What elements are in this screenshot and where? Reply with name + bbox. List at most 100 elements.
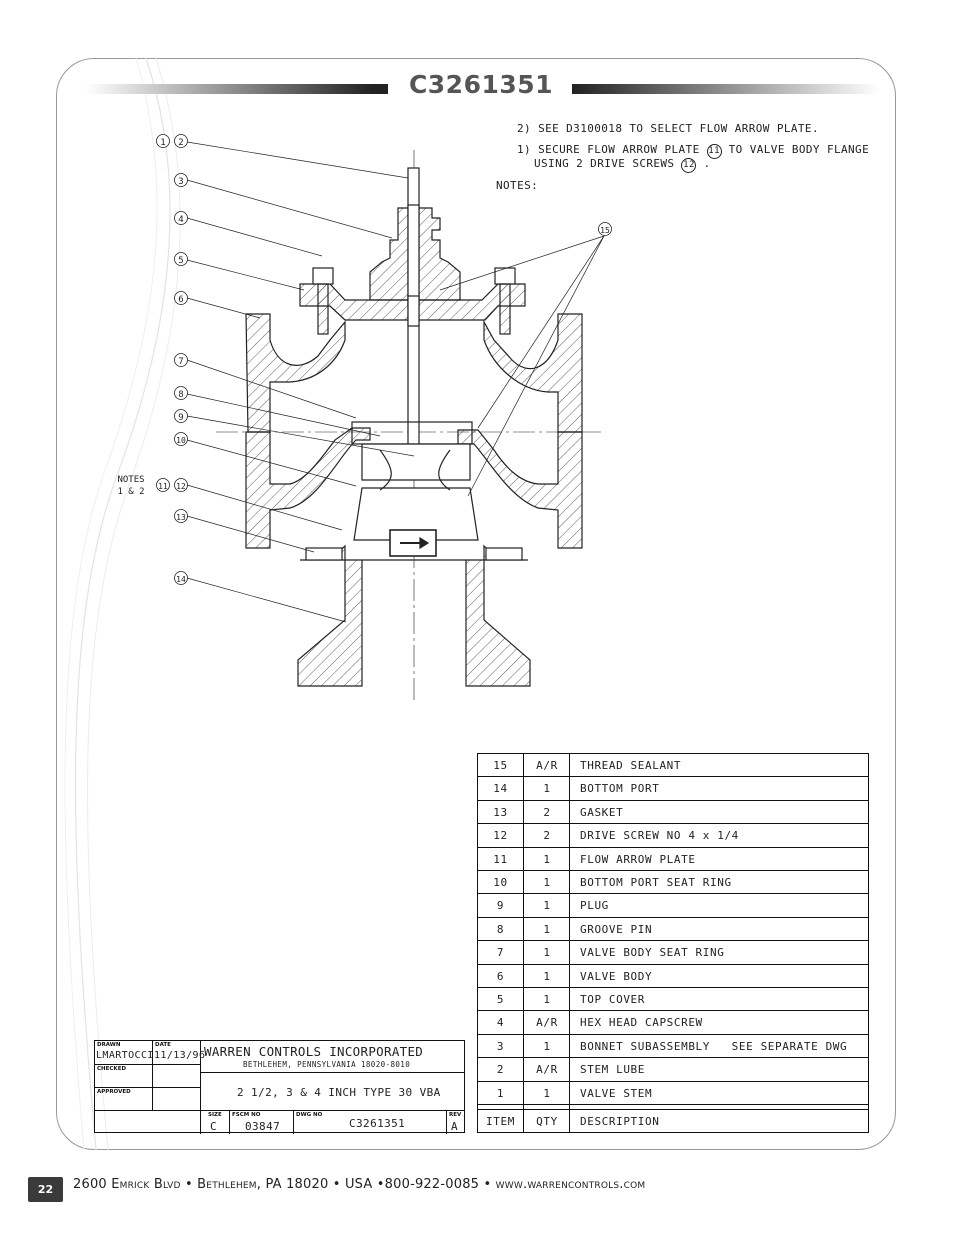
- parts-cell-qty: A/R: [536, 1016, 558, 1030]
- callout-14-label: 14: [176, 575, 186, 584]
- note-1-line-1: 1) SECURE FLOW ARROW PLATE 11 TO VALVE B…: [517, 143, 869, 159]
- parts-cell-description: VALVE STEM: [580, 1086, 653, 1100]
- parts-cell-qty: 2: [543, 829, 551, 843]
- column-divider: [569, 754, 571, 1132]
- parts-cell-description: FLOW ARROW PLATE: [580, 852, 696, 866]
- notes-reference-numbers: 1 & 2: [117, 487, 144, 497]
- callout-9: [174, 409, 188, 423]
- parts-cell-item: 12: [493, 829, 508, 843]
- title-rule-right: [572, 84, 880, 94]
- fscm-label: FSCM NO: [232, 1112, 261, 1118]
- parts-cell-description: VALVE BODY SEAT RING: [580, 946, 725, 960]
- document-title: C3261351: [408, 70, 554, 99]
- approved-label: APPROVED: [97, 1089, 131, 1095]
- parts-cell-description: STEM LUBE: [580, 1063, 646, 1077]
- checked-label: CHECKED: [97, 1066, 127, 1072]
- callout-1-label: 1: [160, 138, 165, 148]
- drawing-description: 2 1/2, 3 & 4 INCH TYPE 30 VBA: [237, 1086, 441, 1099]
- callout-4-label: 4: [178, 215, 183, 225]
- callout-5: [174, 252, 188, 266]
- callout-12-label: 12: [176, 482, 186, 491]
- parts-cell-qty: A/R: [536, 759, 558, 772]
- date-label: DATE: [155, 1042, 171, 1048]
- callout-13-label: 13: [176, 513, 186, 522]
- title-block: DRAWN DATE LMARTOCCI 11/13/96 CHECKED AP…: [94, 1040, 465, 1134]
- decorative-swoosh: [64, 58, 181, 1150]
- parts-cell-description: PLUG: [580, 899, 609, 913]
- parts-cell-qty: 1: [543, 946, 551, 960]
- table-row: 6 1 VALVE BODY: [478, 965, 868, 988]
- note-1-text-end: .: [703, 157, 711, 170]
- parts-cell-description: BOTTOM PORT: [580, 782, 660, 796]
- parts-cell-qty: 1: [543, 1086, 551, 1100]
- parts-cell-item: 14: [493, 782, 508, 796]
- company-name: WARREN CONTROLS INCORPORATED: [204, 1044, 424, 1059]
- drawn-by-value: LMARTOCCI: [96, 1050, 154, 1061]
- parts-cell-qty: 1: [543, 782, 551, 796]
- callout-11: [156, 478, 170, 492]
- callout-7-label: 7: [178, 357, 183, 367]
- parts-cell-qty: 2: [543, 805, 551, 819]
- callout-10: [174, 432, 188, 446]
- page-number: 22: [28, 1177, 63, 1202]
- parts-cell-item: 15: [493, 759, 508, 772]
- parts-cell-item: 5: [496, 993, 505, 1006]
- note-1-line-2: USING 2 DRIVE SCREWS 12 .: [534, 157, 711, 173]
- valve-cross-section-drawing: 1 2 3 4 5 6 7 8 9 10 11 12 13 14 15 NOTE…: [117, 134, 612, 702]
- table-row: 7 1 VALVE BODY SEAT RING: [478, 941, 868, 965]
- company-address: BETHLEHEM, PENNSYLVANIA 18020-8010: [243, 1060, 411, 1069]
- header-item: ITEM: [486, 1115, 515, 1128]
- callout-8: [174, 386, 188, 400]
- table-row: 9 1 PLUG: [478, 894, 868, 918]
- parts-cell-description: GASKET: [580, 805, 624, 819]
- callout-14: [174, 571, 188, 585]
- drawn-label: DRAWN: [97, 1042, 121, 1048]
- parts-cell-item: 13: [493, 805, 508, 819]
- parts-cell-description: HEX HEAD CAPSCREW: [580, 1016, 703, 1030]
- parts-cell-qty: 1: [543, 1039, 551, 1053]
- note-1-text-b: TO VALVE BODY FLANGE: [728, 143, 870, 156]
- size-value: C: [210, 1120, 218, 1133]
- callout-11-label: 11: [158, 482, 168, 491]
- table-row: 14 1 BOTTOM PORT: [478, 777, 868, 801]
- parts-cell-qty: 1: [543, 852, 551, 866]
- title-rule-left: [86, 84, 388, 94]
- note-1-text-a: 1) SECURE FLOW ARROW PLATE: [517, 143, 700, 156]
- size-label: SIZE: [208, 1112, 222, 1118]
- callout-8-label: 8: [178, 390, 183, 400]
- callout-15-label: 15: [600, 226, 610, 235]
- notes-reference-label: NOTES: [117, 475, 144, 485]
- parts-cell-description: TOP COVER: [580, 993, 646, 1006]
- parts-cell-item: 1: [496, 1086, 505, 1100]
- parts-cell-qty: 1: [543, 969, 551, 983]
- callout-6-label: 6: [178, 295, 183, 305]
- rev-label: REV: [449, 1112, 462, 1118]
- callout-5-label: 5: [178, 256, 183, 266]
- parts-cell-item: 3: [496, 1039, 505, 1053]
- parts-cell-item: 4: [496, 1016, 505, 1030]
- callout-10-label: 10: [176, 436, 186, 445]
- parts-cell-description: VALVE BODY: [580, 969, 653, 983]
- parts-cell-description: DRIVE SCREW NO 4 x 1/4: [580, 829, 739, 843]
- note-2: 2) SEE D3100018 TO SELECT FLOW ARROW PLA…: [517, 122, 819, 135]
- callout-6: [174, 291, 188, 305]
- parts-cell-description: BOTTOM PORT SEAT RING: [580, 876, 732, 889]
- parts-cell-item: 9: [496, 899, 505, 913]
- note-ref-circle: 12: [681, 158, 697, 173]
- table-row: 1 1 VALVE STEM: [478, 1082, 868, 1105]
- parts-cell-item: 7: [496, 946, 505, 960]
- parts-cell-qty: 1: [543, 899, 551, 913]
- column-divider: [523, 754, 525, 1132]
- callout-4: [174, 211, 188, 225]
- callout-13: [174, 509, 188, 523]
- callout-3: [174, 173, 188, 187]
- note-1-text-c: USING 2 DRIVE SCREWS: [534, 157, 675, 170]
- parts-cell-item: 6: [496, 969, 505, 983]
